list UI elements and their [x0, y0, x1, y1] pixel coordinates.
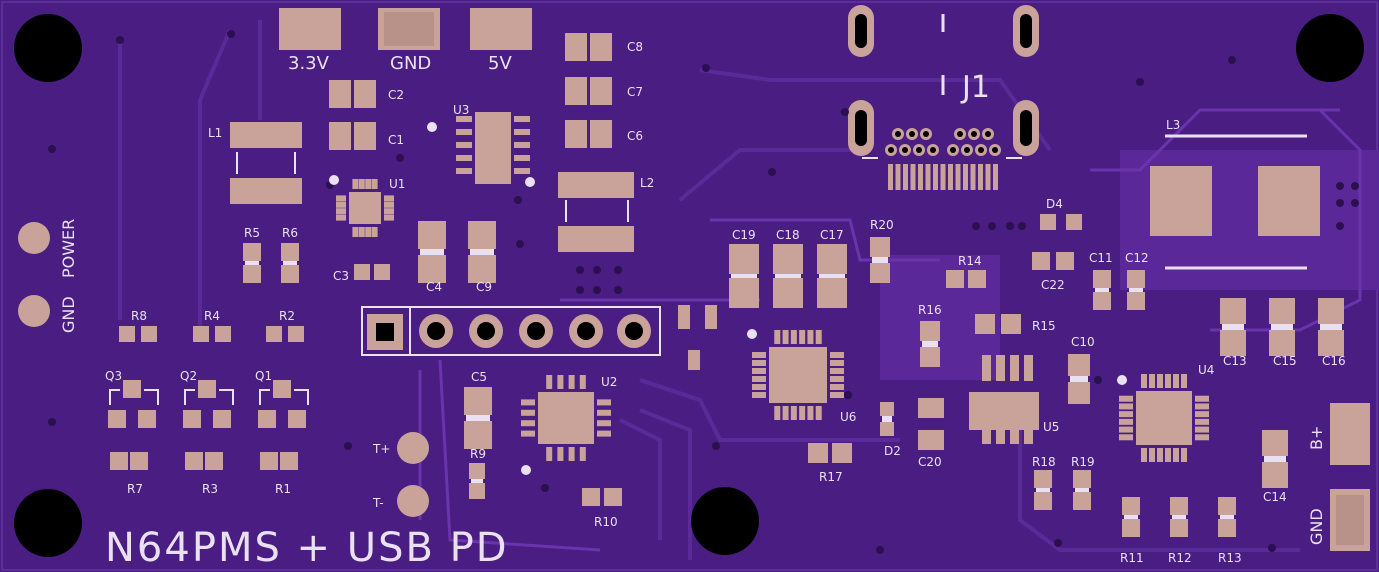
label-u5: U5 [1043, 420, 1059, 434]
label-c16: C16 [1322, 354, 1346, 368]
label-r15: R15 [1032, 319, 1056, 333]
label-u2: U2 [601, 375, 617, 389]
label-r6: R6 [282, 226, 298, 240]
label-c15: C15 [1273, 354, 1297, 368]
label-r1: R1 [275, 482, 291, 496]
label-c4: C4 [426, 280, 442, 294]
label-l3: L3 [1166, 118, 1180, 132]
label-c12: C12 [1125, 251, 1149, 265]
label-gnd-top: GND [390, 53, 431, 74]
board-title: N64PMS + USB PD [105, 525, 509, 571]
label-c9: C9 [476, 280, 492, 294]
label-r12: R12 [1168, 551, 1192, 565]
passives [108, 33, 1344, 537]
label-r2: R2 [279, 309, 295, 323]
label-5v: 5V [488, 53, 512, 74]
pin-header [361, 306, 661, 356]
label-c19: C19 [732, 228, 756, 242]
label-r5: R5 [244, 226, 260, 240]
label-power: POWER [59, 219, 78, 278]
label-c7: C7 [627, 85, 643, 99]
label-r4: R4 [204, 309, 220, 323]
refdes-labels: L1 L2 L3 U1 U2 U3 U4 U5 U6 C1 C2 C3 C4 C… [105, 40, 1346, 565]
left-power-pads: POWER GND [18, 219, 78, 333]
label-l1: L1 [208, 126, 222, 140]
mounting-holes [14, 14, 1364, 557]
label-c3: C3 [333, 269, 349, 283]
label-c13: C13 [1223, 354, 1247, 368]
label-u1: U1 [389, 177, 405, 191]
label-r18: R18 [1032, 455, 1056, 469]
label-d4: D4 [1046, 197, 1063, 211]
label-r14: R14 [958, 254, 982, 268]
label-r10: R10 [594, 515, 618, 529]
label-r19: R19 [1071, 455, 1095, 469]
label-q2: Q2 [180, 369, 197, 383]
label-c8: C8 [627, 40, 643, 54]
label-c17: C17 [820, 228, 844, 242]
label-r13: R13 [1218, 551, 1242, 565]
vias [48, 30, 1359, 554]
label-j1: J1 [960, 70, 990, 105]
ics [336, 112, 1209, 462]
label-tplus: T+ [372, 442, 390, 456]
label-r16: R16 [918, 303, 942, 317]
label-c22: C22 [1041, 278, 1065, 292]
label-r9: R9 [470, 447, 486, 461]
label-c14: C14 [1263, 490, 1287, 504]
test-points: T+ T- [372, 432, 429, 517]
label-c2: C2 [388, 88, 404, 102]
inductors [230, 122, 1320, 270]
label-r11: R11 [1120, 551, 1144, 565]
label-r8: R8 [131, 309, 147, 323]
label-c5: C5 [471, 370, 487, 384]
label-c6: C6 [627, 129, 643, 143]
label-c20: C20 [918, 455, 942, 469]
battery-pads: B+ GND [1307, 403, 1370, 551]
power-pads-top: 3.3V GND 5V [279, 8, 532, 74]
label-tminus: T- [372, 496, 384, 510]
label-q3: Q3 [105, 369, 122, 383]
label-q1: Q1 [255, 369, 272, 383]
label-r3: R3 [202, 482, 218, 496]
label-r7: R7 [127, 482, 143, 496]
label-u4: U4 [1198, 363, 1214, 377]
label-l2: L2 [640, 176, 654, 190]
label-r17: R17 [819, 470, 843, 484]
label-gnd-left: GND [59, 296, 78, 333]
label-bplus: B+ [1307, 426, 1326, 450]
label-c10: C10 [1071, 335, 1095, 349]
label-gnd-right: GND [1307, 508, 1326, 545]
label-c18: C18 [776, 228, 800, 242]
label-d2: D2 [884, 444, 901, 458]
label-c1: C1 [388, 133, 404, 147]
label-u6: U6 [840, 410, 856, 424]
label-3v3: 3.3V [288, 53, 330, 74]
label-c11: C11 [1089, 251, 1113, 265]
usb-c-connector: J1 [848, 5, 1039, 190]
label-r20: R20 [870, 218, 894, 232]
label-u3: U3 [453, 103, 469, 117]
